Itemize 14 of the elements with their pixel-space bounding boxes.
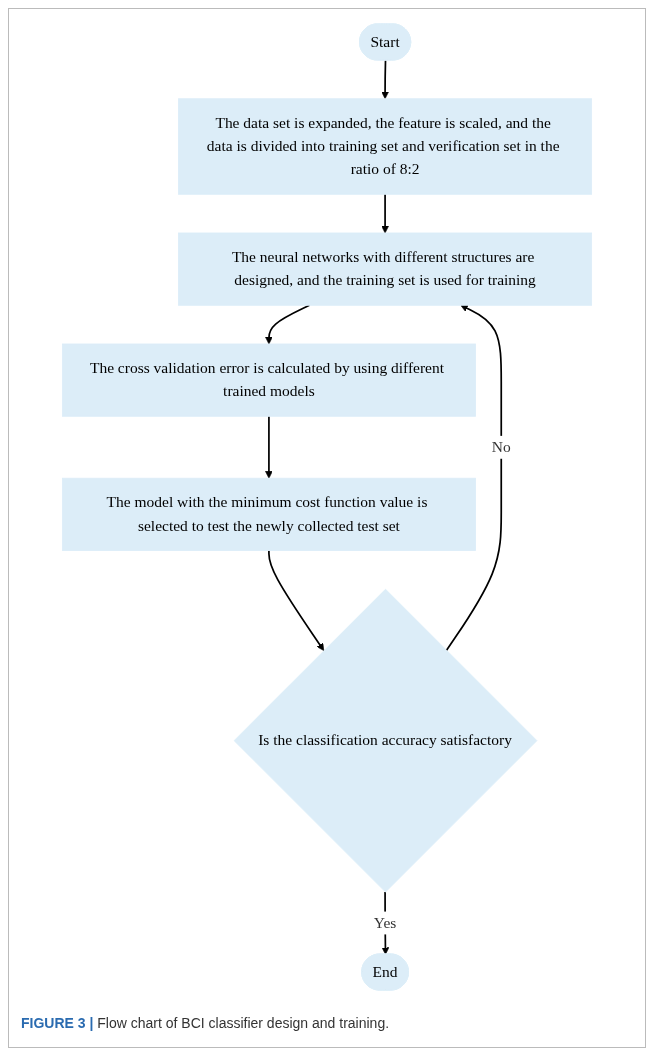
node-box: The data set is expanded, the feature is scaled, and the data is divided into training set and verification set in the ratio of 8:2	[178, 98, 593, 195]
edge-label: Yes	[373, 913, 397, 932]
arrow	[381, 193, 389, 234]
node-box: The cross validation error is calculated by using different trained models	[61, 343, 476, 417]
arrow	[265, 304, 311, 345]
arrow	[381, 59, 389, 100]
arrow	[268, 549, 325, 651]
node-diamond: Is the classification accuracy satisfactory	[233, 588, 538, 893]
node-box: The model with the minimum cost function value is selected to test the newly collected test set	[61, 477, 476, 551]
node-box: The neural networks with different structures are designed, and the training set is used for training	[178, 232, 593, 306]
figure-caption: FIGURE 3 | Flow chart of BCI classifier design and training.	[20, 1014, 391, 1033]
arrow	[445, 304, 503, 652]
edge-label: No	[491, 438, 511, 456]
arrow	[265, 415, 273, 479]
